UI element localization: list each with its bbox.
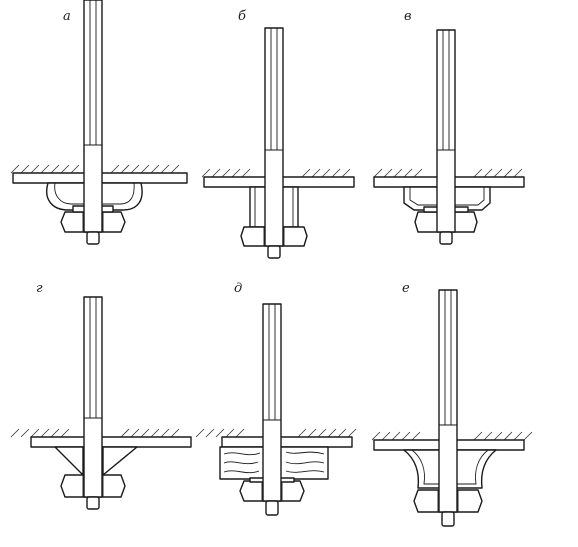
ground-hatch xyxy=(10,164,180,174)
anchor-bolt xyxy=(262,303,282,502)
panel-label-a: а xyxy=(63,9,71,24)
anchor-bolt xyxy=(83,0,103,233)
panel-v: в xyxy=(373,9,525,245)
panel-label-g: г xyxy=(36,281,43,296)
panel-label-v: в xyxy=(404,9,412,24)
panel-d: д xyxy=(195,281,357,516)
anchor-bolt xyxy=(83,296,103,498)
anchor-bolt xyxy=(436,29,456,233)
ground-hatch xyxy=(10,428,180,438)
anchor-bolt xyxy=(438,289,458,513)
gusset-left xyxy=(54,446,84,476)
base-plate xyxy=(221,436,353,448)
base-plate xyxy=(30,436,192,448)
wood-grain xyxy=(223,451,325,474)
anchor-bolt xyxy=(264,27,284,247)
panel-b: б xyxy=(201,9,355,259)
bolt-end xyxy=(441,511,455,527)
ground-hatch xyxy=(195,428,357,438)
panel-label-e: е xyxy=(402,281,410,296)
ground-hatch xyxy=(201,168,351,178)
ground-hatch xyxy=(373,168,523,178)
gusset-right xyxy=(102,446,138,476)
bolt-end xyxy=(86,231,100,245)
bolt-end xyxy=(439,231,453,245)
panel-label-b: б xyxy=(238,9,246,24)
bolt-end xyxy=(86,496,100,510)
bolt-end xyxy=(267,245,281,259)
panel-a: а xyxy=(10,0,188,245)
ground-hatch xyxy=(371,431,533,441)
bolt-end xyxy=(265,500,279,516)
panel-label-d: д xyxy=(234,281,242,296)
panel-e: е xyxy=(371,281,533,527)
panel-g: г xyxy=(10,281,192,510)
